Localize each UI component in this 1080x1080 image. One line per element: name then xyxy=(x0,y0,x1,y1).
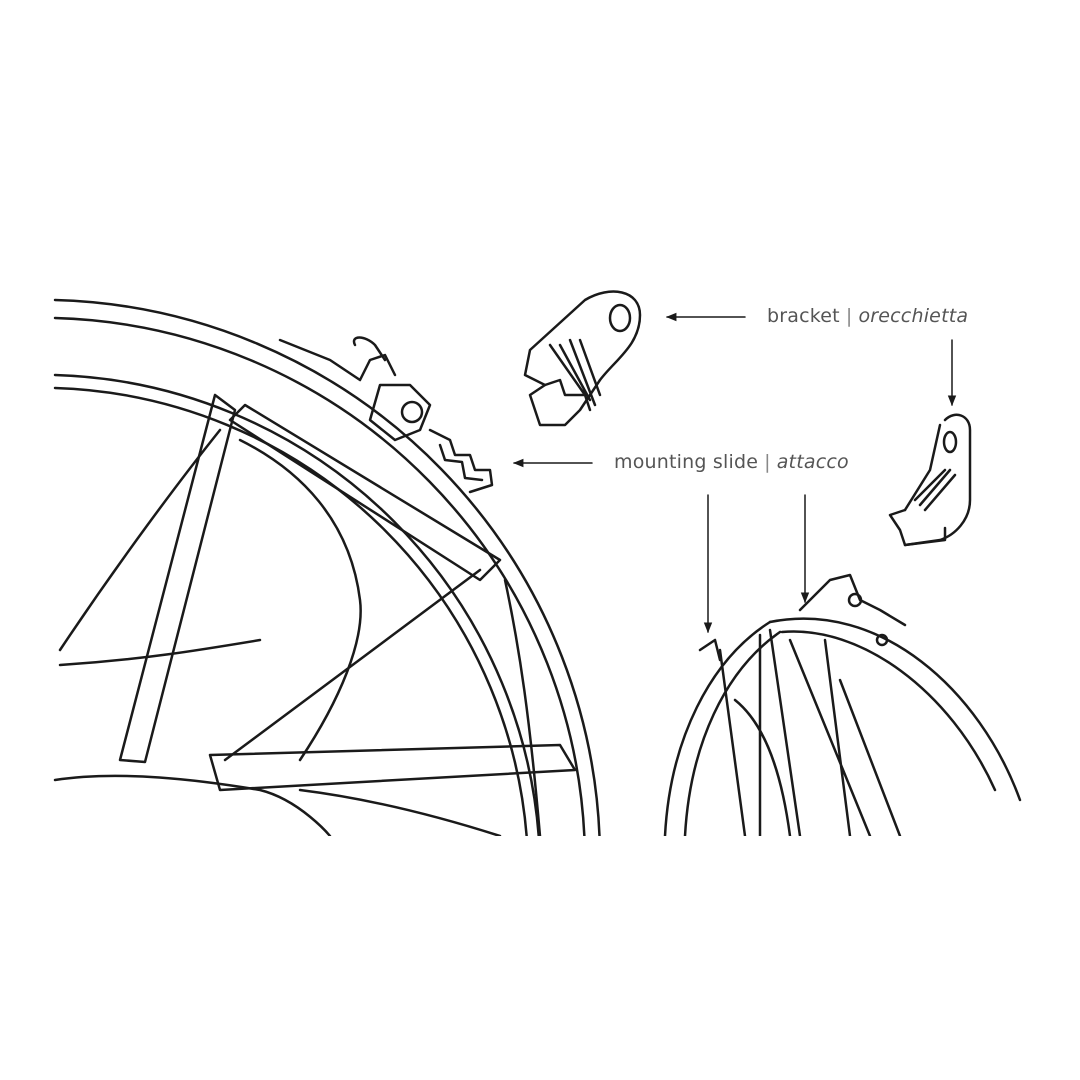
bracket-part-detached xyxy=(523,290,642,427)
mounting-slide-label-en: mounting slide xyxy=(614,451,759,473)
mounting-slide-label: mounting slide|attacco xyxy=(614,451,849,473)
small-fan xyxy=(663,573,1022,836)
bracket-label-en: bracket xyxy=(767,305,840,327)
bracket-label: bracket|orecchietta xyxy=(767,305,968,327)
label-separator: | xyxy=(764,451,771,473)
bracket-part-right xyxy=(888,413,972,547)
bracket-label-it: orecchietta xyxy=(858,305,969,327)
label-separator: | xyxy=(845,305,853,327)
large-fan xyxy=(53,298,601,836)
mounting-slide-label-it: attacco xyxy=(776,451,849,473)
